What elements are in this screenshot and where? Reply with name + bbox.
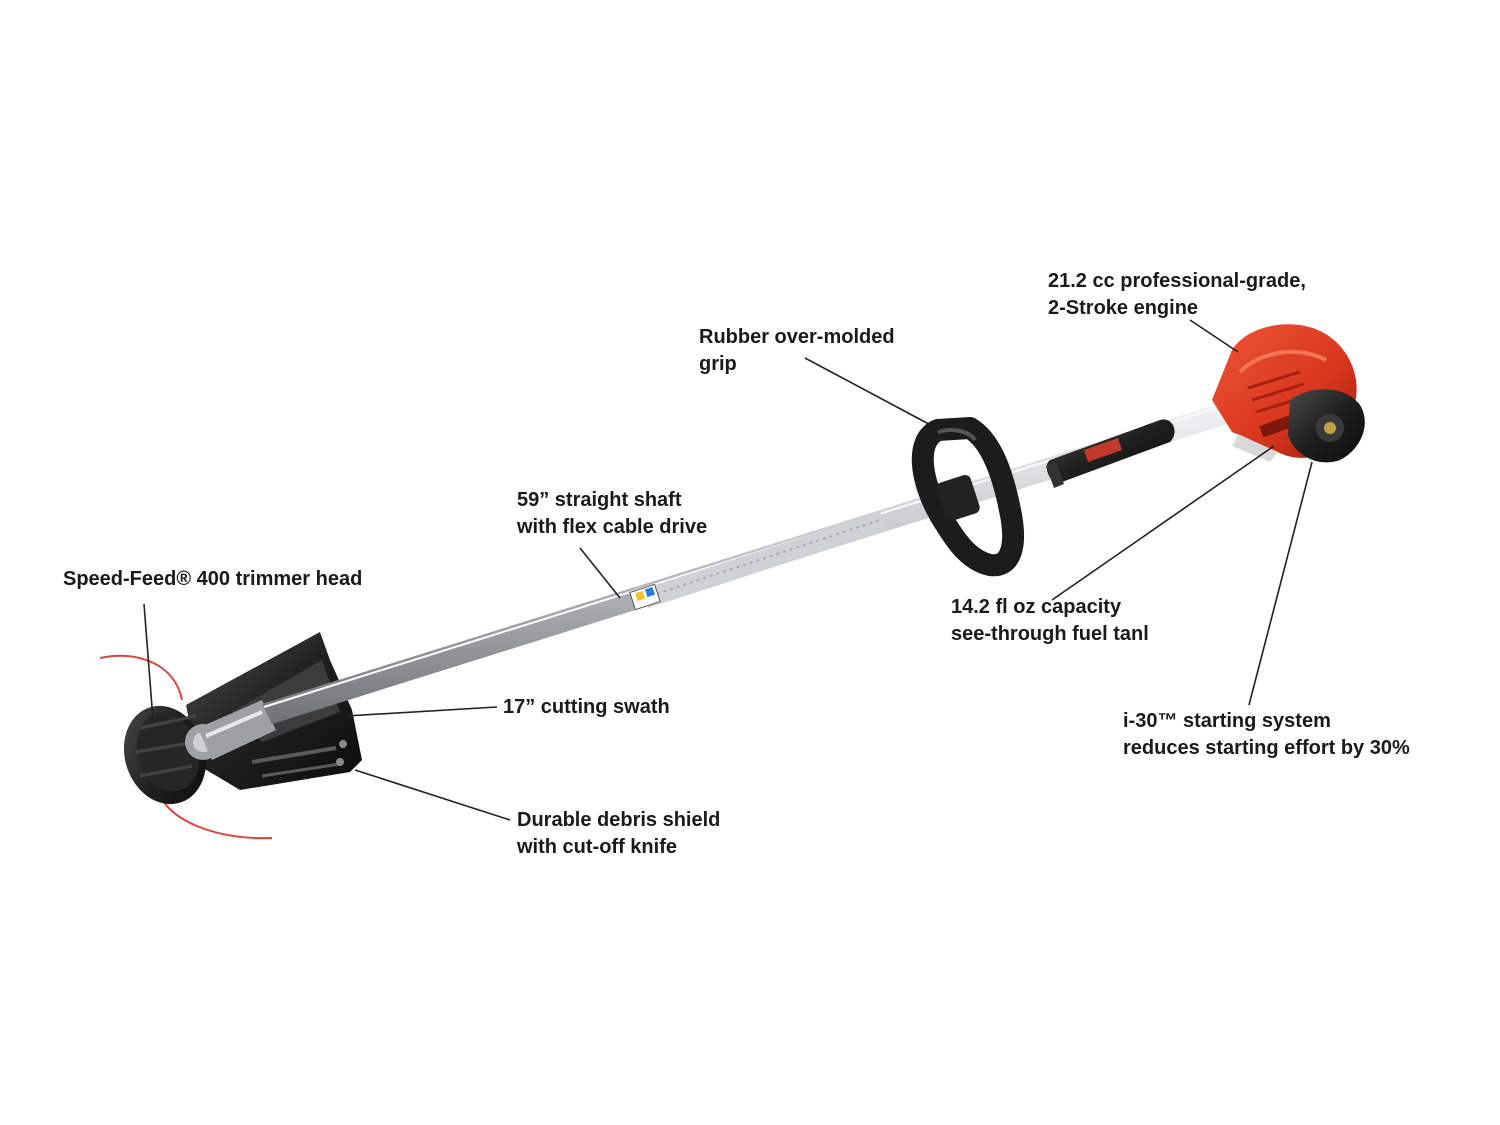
gear-head <box>198 700 276 760</box>
callout-start-line1: i-30™ starting system <box>1123 710 1331 732</box>
callout-grip-line2: grip <box>699 353 737 375</box>
callout-swath-line1: 17” cutting swath <box>503 696 670 718</box>
trimmer-head <box>123 705 221 805</box>
callout-fuel-line2: see-through fuel tanl <box>951 623 1149 645</box>
callout-engine-line1: 21.2 cc professional-grade, <box>1048 270 1306 292</box>
callout-shaft-line2: with flex cable drive <box>517 516 708 538</box>
loop-handle-grip <box>911 417 1025 577</box>
callout-cutting-swath: 17” cutting swath <box>503 694 670 721</box>
callout-shaft: 59” straight shaft with flex cable drive <box>517 487 707 541</box>
engine <box>1212 324 1365 463</box>
throttle-grip <box>1046 419 1175 488</box>
callout-head-line1: Speed-Feed® 400 trimmer head <box>63 568 363 590</box>
callout-fuel-line1: 14.2 fl oz capacity <box>951 596 1122 618</box>
callout-shield-line2: with cut-off knife <box>517 836 677 858</box>
callout-fuel-tank: 14.2 fl oz capacity see-through fuel tan… <box>951 594 1149 648</box>
callout-grip: Rubber over-molded grip <box>699 324 895 378</box>
callout-engine: 21.2 cc professional-grade, 2-Stroke eng… <box>1048 268 1306 322</box>
callout-grip-line1: Rubber over-molded <box>699 326 895 348</box>
callout-engine-line2: 2-Stroke engine <box>1048 297 1199 319</box>
callout-starting-system: i-30™ starting system reduces starting e… <box>1123 708 1410 762</box>
callout-shield-line1: Durable debris shield <box>517 809 721 831</box>
callout-shaft-line1: 59” straight shaft <box>517 489 682 511</box>
callout-debris-shield: Durable debris shield with cut-off knife <box>517 807 720 861</box>
leader-lines <box>143 319 1313 821</box>
callout-start-line2: reduces starting effort by 30% <box>1123 737 1410 759</box>
callout-trimmer-head: Speed-Feed® 400 trimmer head <box>63 566 362 593</box>
